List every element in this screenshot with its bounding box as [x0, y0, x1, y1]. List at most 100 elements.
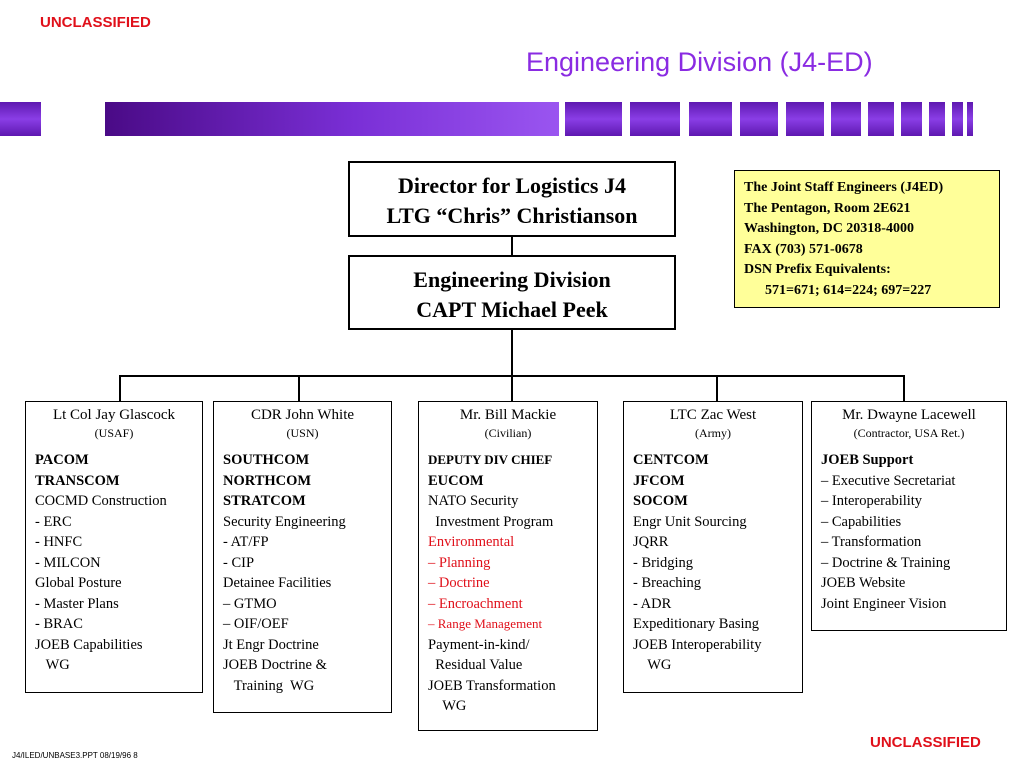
banner-segment	[831, 102, 861, 136]
responsibility-item: – OIF/OEF	[223, 616, 289, 632]
responsibility-item: – Executive Secretariat	[821, 472, 956, 489]
staff-name: Mr. Bill Mackie	[459, 407, 557, 423]
responsibility-item: Engr Unit Sourcing	[633, 513, 747, 530]
responsibility-item: – Interoperability	[821, 493, 923, 509]
responsibility-item: Security Engineering	[223, 513, 346, 530]
responsibility-item: – Encroachment	[428, 595, 523, 612]
responsibility-item: Joint Engineer Vision	[821, 595, 947, 612]
responsibility-item: - MILCON	[35, 554, 101, 571]
staff-name: Mr. Dwayne Lacewell	[842, 407, 976, 423]
responsibility-item: – Doctrine	[428, 575, 490, 591]
connector-drop	[298, 375, 300, 402]
staff-card-glascock: Lt Col Jay Glascock (USAF) PACOM TRANSCO…	[25, 401, 203, 693]
responsibility-item: COCMD Construction	[35, 493, 167, 509]
responsibility-item: – Range Management	[428, 616, 543, 631]
responsibility-item: - Bridging	[633, 554, 694, 571]
director-box: Director for Logistics J4 LTG “Chris” Ch…	[348, 161, 676, 237]
responsibility-item: JFCOM	[633, 472, 685, 489]
responsibility-item: - HNFC	[35, 534, 83, 550]
responsibility-item: NATO Security	[428, 493, 519, 509]
contact-line: 571=671; 614=224; 697=227	[765, 282, 932, 298]
contact-line: Washington, DC 20318-4000	[744, 221, 914, 236]
staff-affiliation: (Civilian)	[484, 426, 532, 440]
responsibility-item: Jt Engr Doctrine	[223, 636, 319, 653]
responsibility-item: Training WG	[223, 677, 315, 694]
responsibility-item: WG	[428, 698, 467, 714]
banner-bar	[105, 102, 559, 136]
responsibility-item: CENTCOM	[633, 452, 709, 468]
banner-segment	[952, 102, 963, 136]
staff-name: CDR John White	[250, 407, 355, 423]
banner-segment	[0, 102, 41, 136]
responsibility-item: TRANSCOM	[35, 472, 120, 489]
staff-card-white: CDR John White (USN) SOUTHCOM NORTHCOM S…	[213, 401, 392, 713]
staff-card-lacewell: Mr. Dwayne Lacewell (Contractor, USA Ret…	[811, 401, 1007, 631]
connector-drop	[511, 375, 513, 402]
staff-affiliation: (Army)	[695, 426, 731, 440]
responsibility-item: – Transformation	[821, 534, 922, 550]
responsibility-item: - Master Plans	[35, 595, 119, 612]
responsibility-item: Payment-in-kind/	[428, 636, 530, 653]
responsibility-item: JOEB Capabilities	[35, 636, 143, 653]
responsibility-item: - CIP	[223, 554, 255, 571]
footer-file-code: J4/ILED/UNBASE3.PPT 08/19/96 8	[12, 751, 138, 760]
staff-card-mackie: Mr. Bill Mackie (Civilian) DEPUTY DIV CH…	[418, 401, 598, 731]
responsibility-item: - BRAC	[35, 616, 83, 632]
connector-division-staff	[511, 329, 513, 376]
responsibility-item: PACOM	[35, 452, 89, 468]
staff-affiliation: (USAF)	[94, 426, 134, 440]
responsibility-item: SOUTHCOM	[223, 452, 310, 468]
responsibility-item: WG	[633, 657, 672, 673]
responsibility-item: SOCOM	[633, 493, 688, 509]
contact-line: FAX (703) 571-0678	[744, 241, 863, 257]
responsibility-item: NORTHCOM	[223, 472, 312, 489]
banner-segment	[929, 102, 945, 136]
staff-name: LTC Zac West	[669, 407, 757, 423]
responsibility-item: EUCOM	[428, 472, 484, 489]
responsibility-item: Expeditionary Basing	[633, 616, 760, 632]
contact-line: DSN Prefix Equivalents:	[744, 262, 891, 277]
responsibility-item: JOEB Transformation	[428, 677, 556, 694]
responsibility-item: – GTMO	[223, 595, 277, 612]
classification-banner-bottom: UNCLASSIFIED	[870, 734, 981, 751]
banner-segment	[689, 102, 732, 136]
banner-segment	[868, 102, 894, 136]
banner-segment	[786, 102, 824, 136]
banner-segment	[565, 102, 622, 136]
responsibility-item: WG	[35, 657, 70, 673]
responsibility-item: STRATCOM	[223, 493, 306, 509]
connector-drop	[903, 375, 905, 402]
responsibility-item: JQRR	[633, 534, 669, 550]
contact-line: The Pentagon, Room 2E621	[744, 200, 911, 216]
slide-title: Engineering Division (J4-ED)	[526, 47, 873, 77]
responsibility-item: JOEB Website	[821, 575, 906, 591]
director-title: Director for Logistics J4	[398, 173, 626, 198]
banner-segment	[901, 102, 922, 136]
responsibility-item: - ADR	[633, 595, 672, 612]
connector-director-division	[511, 236, 513, 256]
responsibility-item: DEPUTY DIV CHIEF	[428, 452, 553, 467]
responsibility-item: – Planning	[428, 554, 491, 571]
responsibility-item: JOEB Support	[821, 452, 914, 468]
responsibility-item: - Breaching	[633, 575, 702, 591]
responsibility-item: Environmental	[428, 534, 515, 550]
responsibility-item: Global Posture	[35, 575, 122, 591]
staff-name: Lt Col Jay Glascock	[52, 407, 176, 423]
connector-drop	[716, 375, 718, 402]
banner-segment	[967, 102, 973, 136]
division-box: Engineering Division CAPT Michael Peek	[348, 255, 676, 330]
responsibility-item: Residual Value	[428, 657, 523, 673]
responsibility-item: - AT/FP	[223, 534, 269, 550]
contact-info-box: The Joint Staff Engineers (J4ED) The Pen…	[734, 170, 1000, 308]
banner-segment	[630, 102, 680, 136]
responsibility-item: JOEB Doctrine &	[223, 657, 327, 673]
banner-segment	[740, 102, 778, 136]
connector-drop	[119, 375, 121, 402]
division-title: Engineering Division	[413, 267, 611, 292]
responsibility-item: – Capabilities	[821, 513, 902, 530]
responsibility-item: Detainee Facilities	[223, 575, 332, 591]
responsibility-item: - ERC	[35, 513, 72, 530]
staff-card-west: LTC Zac West (Army) CENTCOM JFCOM SOCOM …	[623, 401, 803, 693]
responsibility-item: JOEB Interoperability	[633, 636, 762, 653]
division-chief: CAPT Michael Peek	[416, 297, 608, 322]
